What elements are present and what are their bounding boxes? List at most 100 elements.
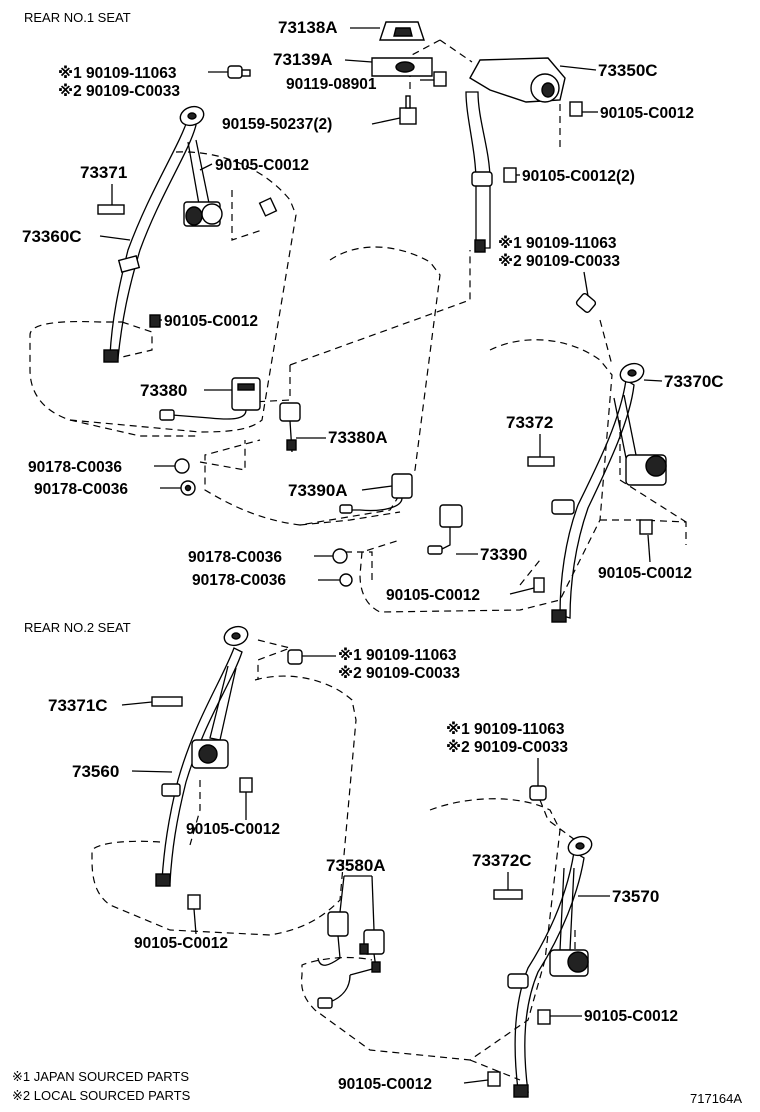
svg-text:※2 90109-C0033: ※2 90109-C0033: [446, 738, 568, 756]
bolt-icon: [529, 785, 547, 801]
seat-outline-no1-center: [204, 246, 441, 526]
part-label-90178-c0036-a: 90178-C0036: [28, 459, 122, 476]
leader-dashed-1: [289, 250, 471, 366]
part-label-90105-c0012-roof: 90105-C0012: [600, 105, 694, 122]
leader-dashed-14: [539, 799, 576, 841]
part-label-73390a: 73390A: [288, 481, 348, 500]
part-label-90105-c0012-seat3b: 90105-C0012: [338, 1076, 432, 1093]
bolt-icon: [487, 1071, 501, 1087]
seat-belt-73360c: [103, 116, 211, 363]
part-label-90178-c0036-b: 90178-C0036: [34, 481, 128, 498]
seat-outline-no2-left: [91, 675, 357, 936]
part-label-73390: 73390: [480, 545, 527, 564]
svg-text:※2 90109-C0033: ※2 90109-C0033: [58, 82, 180, 100]
part-label-73360c: 73360C: [22, 227, 82, 246]
part-label-73371: 73371: [80, 163, 127, 182]
part-label-90109-11063: 90109-11063: [526, 235, 617, 252]
part-label-90105-c0012-seat2b: 90105-C0012: [134, 935, 228, 952]
retractor-icon: [549, 949, 589, 977]
bolt-90119-icon: [433, 71, 447, 87]
alt-part-group-3: ※1 90109-11063 ※2 90109-C0033: [302, 646, 460, 682]
bolt-icon: [503, 167, 517, 183]
retractor-73350c-icon: [469, 57, 566, 103]
part-label-73371c: 73371C: [48, 696, 108, 715]
part-label-73138a: 73138A: [278, 18, 338, 37]
part-label-90105-c0012-seat1b: 90105-C0012: [164, 313, 258, 330]
svg-text:※2 90109-C0033: ※2 90109-C0033: [498, 252, 620, 270]
part-label-73380: 73380: [140, 381, 187, 400]
leader-line: [339, 875, 345, 913]
buckle-73380a-icon: [279, 402, 301, 453]
part-label-73372: 73372: [506, 413, 553, 432]
leader-line: [121, 701, 153, 706]
part-label-90105-c0012-seat2a: 90105-C0012: [186, 821, 280, 838]
bolt-icon: [569, 101, 583, 117]
nut-icon: [332, 548, 353, 587]
leader-line: [193, 908, 197, 935]
part-label-90109-c0033: 90109-C0033: [366, 665, 460, 682]
leader-dashed-8: [599, 319, 613, 366]
retractor-icon: [183, 201, 223, 227]
part-label-90178-c0036-d: 90178-C0036: [192, 572, 286, 589]
part-label-90109-c0033: 90109-C0033: [526, 253, 620, 270]
alt-part-group-1: ※1 90109-11063 ※2 90109-C0033: [58, 64, 228, 100]
part-label-90105-c0012-seat1a: 90105-C0012: [215, 157, 309, 174]
leader-line: [647, 534, 651, 563]
section-title-rear-no2-seat: REAR NO.2 SEAT: [24, 620, 131, 635]
leader-line: [463, 1079, 489, 1084]
marker-2: ※2: [498, 252, 522, 270]
part-label-73580a: 73580A: [326, 856, 386, 875]
leader-line: [371, 875, 375, 931]
part-label-73372c: 73372C: [472, 851, 532, 870]
seat-outline-no1-right: [359, 339, 687, 613]
part-label-73380a: 73380A: [328, 428, 388, 447]
svg-text:※1 90109-11063: ※1 90109-11063: [446, 720, 565, 738]
leader-line: [371, 117, 401, 125]
seat-outline-no1-left: [29, 151, 297, 437]
shoulder-anchor-icon: [179, 105, 205, 127]
shoulder-anchor-icon: [223, 625, 249, 647]
legend-note-local-sourced: ※2 LOCAL SOURCED PARTS: [12, 1088, 191, 1103]
part-label-90109-11063: 90109-11063: [366, 647, 457, 664]
leader-line: [131, 770, 173, 773]
leader-dashed-12: [519, 559, 541, 586]
bolt-icon: [639, 519, 653, 535]
leader-dashed-5: [231, 190, 263, 241]
marker-2: ※2: [338, 664, 362, 682]
retractor-icon: [191, 739, 229, 769]
marker-1: ※1: [338, 646, 362, 664]
marker-2: ※2: [446, 738, 470, 756]
shoulder-anchor-icon: [619, 362, 645, 384]
part-label-90119-08901: 90119-08901: [286, 76, 377, 93]
leader-line: [344, 59, 373, 63]
seat-belt-73560: [155, 647, 243, 887]
cover-73139a-icon: [371, 57, 433, 77]
svg-text:※1 90109-11063: ※1 90109-11063: [498, 234, 617, 252]
part-label-73560: 73560: [72, 762, 119, 781]
part-label-73370c: 73370C: [664, 372, 724, 391]
cover-73372-icon: [527, 456, 555, 467]
cover-73371-icon: [97, 204, 125, 215]
part-label-73570: 73570: [612, 887, 659, 906]
part-label-90105-c0012-seat1c: 90105-C0012: [386, 587, 480, 604]
leader-line: [361, 485, 393, 491]
seat-outline-no2-right: [300, 798, 561, 1081]
buckle-73390a-icon: [339, 473, 413, 514]
alt-part-group-4: ※1 90109-11063 ※2 90109-C0033: [446, 720, 568, 786]
leader-line: [559, 65, 597, 71]
leader-dashed-13: [257, 639, 293, 680]
part-label-90109-11063: 90109-11063: [86, 65, 177, 82]
legend-note-japan-sourced: ※1 JAPAN SOURCED PARTS: [12, 1069, 189, 1084]
part-label-90109-c0033: 90109-C0033: [86, 83, 180, 100]
svg-text:※1 90109-11063: ※1 90109-11063: [338, 646, 457, 664]
bolt-icon: [533, 577, 545, 593]
part-label-73139a: 73139A: [273, 50, 333, 69]
leader-dashed-9: [619, 420, 687, 523]
marker-1: ※1: [498, 234, 522, 252]
marker-2: ※2: [58, 82, 82, 100]
svg-text:※2 90109-C0033: ※2 90109-C0033: [338, 664, 460, 682]
cover-73138a-icon: [379, 21, 425, 41]
bolt-icon: [575, 293, 597, 313]
leader-line: [509, 587, 535, 595]
